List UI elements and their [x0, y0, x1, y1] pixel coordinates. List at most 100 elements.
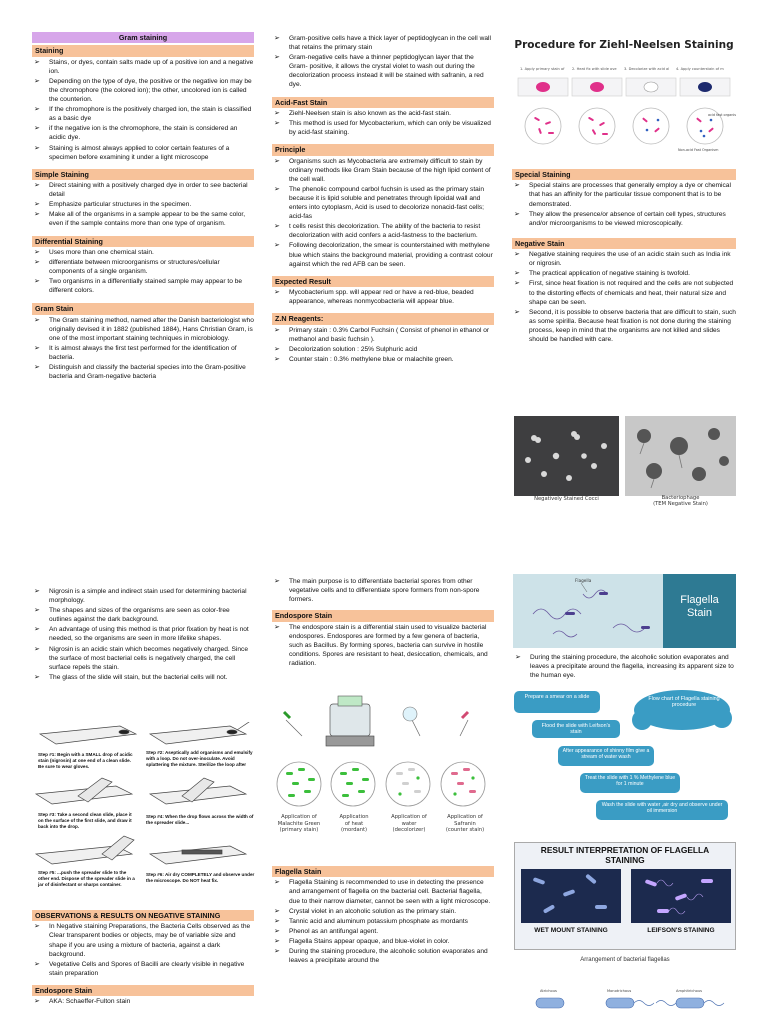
list-item: The endospore stain is a differential st…: [272, 623, 494, 668]
zn-step-4: 4. Apply counterstain of m: [676, 67, 724, 71]
list-item: During the staining procedure, the alcoh…: [513, 653, 737, 680]
endospore-caption-3: Application of water (decolorizer): [382, 814, 436, 834]
stain-drop: [643, 81, 659, 93]
caption-line: Application of: [281, 814, 317, 820]
zn-step-2: 2. Heat fix with slide ove: [572, 67, 617, 71]
microscope-view: [524, 107, 562, 145]
micrograph-images: [514, 416, 736, 496]
arrangement-illustration: Atrichous Monotrichous Amphitrichous: [535, 989, 725, 1009]
list-flagella-right: During the staining procedure, the alcoh…: [513, 653, 737, 680]
heading-observations: OBSERVATIONS & RESULTS ON NEGATIVE STAIN…: [32, 910, 254, 922]
negative-stain-steps-figure: Step #1: Begin with a SMALL drop of acid…: [32, 722, 266, 906]
list-item: AKA: Schaeffer-Fulton stain: [32, 997, 254, 1007]
result-left-label: WET MOUNT STAINING: [534, 927, 608, 934]
zn-legend: acid fast organism: [708, 113, 736, 117]
endospore-caption-2: Application of heat (mordant): [327, 814, 381, 834]
zn-figure-title: Procedure for Ziehl-Neelsen Staining: [514, 39, 734, 51]
list-item: differentiate between microorganisms or …: [32, 258, 254, 276]
flow-box-4: Treat the slide with 1 % Methylene blue …: [584, 775, 676, 788]
heading-zn-reagents: Z.N Reagents:: [272, 313, 494, 325]
microscope-view: [578, 107, 616, 145]
endospore-caption-4: Application of Safranin (counter stain): [437, 814, 493, 834]
list-observations: In Negative staining Preparations, the B…: [32, 922, 254, 978]
flow-box-2: Flood the slide with Leifson's stain: [541, 723, 611, 736]
list-item: Primary stain : 0.3% Carbol Fuchsin ( Co…: [272, 326, 494, 344]
zn-procedure-figure: Procedure for Ziehl-Neelsen Staining 1. …: [512, 30, 736, 164]
list-item: Crystal violet in an alcoholic solution …: [272, 907, 494, 917]
list-item: This method is used for Mycobacterium, w…: [272, 119, 494, 137]
list-special-staining: Special stains are processes that genera…: [512, 181, 736, 227]
lower-column-3: During the staining procedure, the alcoh…: [513, 652, 737, 681]
list-item: Negative staining requires the use of an…: [512, 250, 736, 268]
caption-line: water: [401, 820, 417, 827]
heading-endospore-stain: Endospore Stain: [272, 610, 494, 622]
list-item: t cells resist this decolorization. The …: [272, 222, 494, 240]
heading-endospore-stain-left: Endospore Stain: [32, 984, 254, 997]
list-item: Tannic acid and aluminum potassium phosp…: [272, 917, 494, 927]
flagella-micrograph: Flagella: [513, 574, 736, 648]
stain-drop: [698, 82, 712, 92]
list-gram-stain: The Gram staining method, named after th…: [32, 316, 254, 382]
list-item: The Gram staining method, named after th…: [32, 316, 254, 343]
list-item: Direct staining with a positively charge…: [32, 181, 254, 199]
arrangement-label: Amphitrichous: [676, 989, 702, 993]
list-item: Staining is almost always applied to col…: [32, 144, 254, 162]
list-simple-staining: Direct staining with a positively charge…: [32, 181, 254, 228]
result-right-label: LEIFSON'S STAINING: [647, 927, 715, 934]
heading-flagella-stain: Flagella Stain: [272, 866, 494, 878]
list-item: Stains, or dyes, contain salts made up o…: [32, 58, 254, 76]
list-item: Phenol as an antifungal agent.: [272, 927, 494, 937]
microscope-view: [686, 107, 724, 145]
microscope-view: [632, 107, 670, 145]
column-2: Gram-positive cells have a thick layer o…: [272, 33, 494, 365]
list-flagella-stain: Flagella Staining is recommended to use …: [272, 878, 494, 965]
flagella-photo-title: Flagella Stain: [663, 594, 736, 620]
lower-column-1: Nigrosin is a simple and indirect stain …: [32, 586, 254, 683]
heading-negative-stain: Negative Stain: [512, 237, 736, 250]
step-4-text: Step #4: When the drop flows across the …: [146, 814, 254, 825]
heading-differential-staining: Differential Staining: [32, 235, 254, 247]
result-title: RESULT INTERPRETATION OF FLAGELLA STAINI…: [515, 845, 735, 865]
list-item: Mycobacterium spp. will appear red or ha…: [272, 288, 494, 306]
list-item: Ziehl-Neelsen stain is also known as the…: [272, 109, 494, 119]
list-item: Make all of the organisms in a sample ap…: [32, 210, 254, 228]
heading-principle: Principle: [272, 144, 494, 156]
step-2-text: Step #2: Aseptically add organisms and e…: [146, 750, 253, 767]
list-zn-reagents: Primary stain : 0.3% Carbol Fuchsin ( Co…: [272, 326, 494, 365]
flagella-photo: Flagella Flagella Stain: [513, 574, 736, 648]
flagella-result-figure: RESULT INTERPRETATION OF FLAGELLA STAINI…: [514, 842, 736, 950]
list-item: Counter stain : 0.3% methylene blue or m…: [272, 355, 494, 365]
list-item: The phenolic compound carbol fuchsin is …: [272, 185, 494, 221]
arrangement-title: Arrangement of bacterial flagellas: [580, 957, 670, 963]
list-item: Distinguish and classify the bacterial s…: [32, 363, 254, 381]
endospore-procedure-figure: Application of Malachite Green (primary …: [272, 694, 494, 862]
lower-column-2: The main purpose is to differentiate bac…: [272, 576, 494, 669]
list-item: In Negative staining Preparations, the B…: [32, 922, 254, 958]
zn-step-3: 3. Decolorize with acid al: [624, 67, 669, 71]
flagella-flowchart: Prepare a smear on a slide Flow chart of…: [512, 688, 736, 832]
list-item: Two organisms in a differentially staine…: [32, 277, 254, 295]
flow-box-5: Wash the slide with water ,air dry and o…: [601, 802, 723, 815]
list-item: Emphasize particular structures in the s…: [32, 200, 254, 210]
arrangement-label: Atrichous: [540, 989, 557, 993]
micrograph-caption-right-line2: (TEM Negative Stain): [653, 501, 708, 508]
step-5-text: Step #5: ...push the spreader slide to t…: [38, 870, 135, 887]
caption-line: Safranin: [454, 820, 476, 827]
list-item: Special stains are processes that genera…: [512, 181, 736, 208]
column-3: Special Staining Special stains are proc…: [512, 169, 736, 345]
list-staining: Stains, or dyes, contain salts made up o…: [32, 58, 254, 162]
list-item: Uses more than one chemical stain.: [32, 248, 254, 258]
list-item: Nigrosin is an acidic stain which become…: [32, 645, 254, 672]
zn-step-1: 1. Apply primary stain of: [520, 67, 565, 71]
list-item: The glass of the slide will stain, but t…: [32, 673, 254, 683]
list-expected-result: Mycobacterium spp. will appear red or ha…: [272, 288, 494, 306]
list-item: The practical application of negative st…: [512, 269, 736, 279]
list-item: Gram-negative cells have a thinner pepti…: [272, 53, 494, 89]
flow-box-3: After appearance of shinny film give a s…: [562, 748, 650, 761]
caption-line: (primary stain): [279, 827, 319, 833]
lower-column-2b: Flagella Stain Flagella Staining is reco…: [272, 866, 494, 966]
arrangement-label: Monotrichous: [607, 989, 631, 993]
zn-legend: Non-acid Fast Organism: [678, 148, 719, 152]
heading-staining: Staining: [32, 45, 254, 57]
list-item: Nigrosin is a simple and indirect stain …: [32, 587, 254, 605]
